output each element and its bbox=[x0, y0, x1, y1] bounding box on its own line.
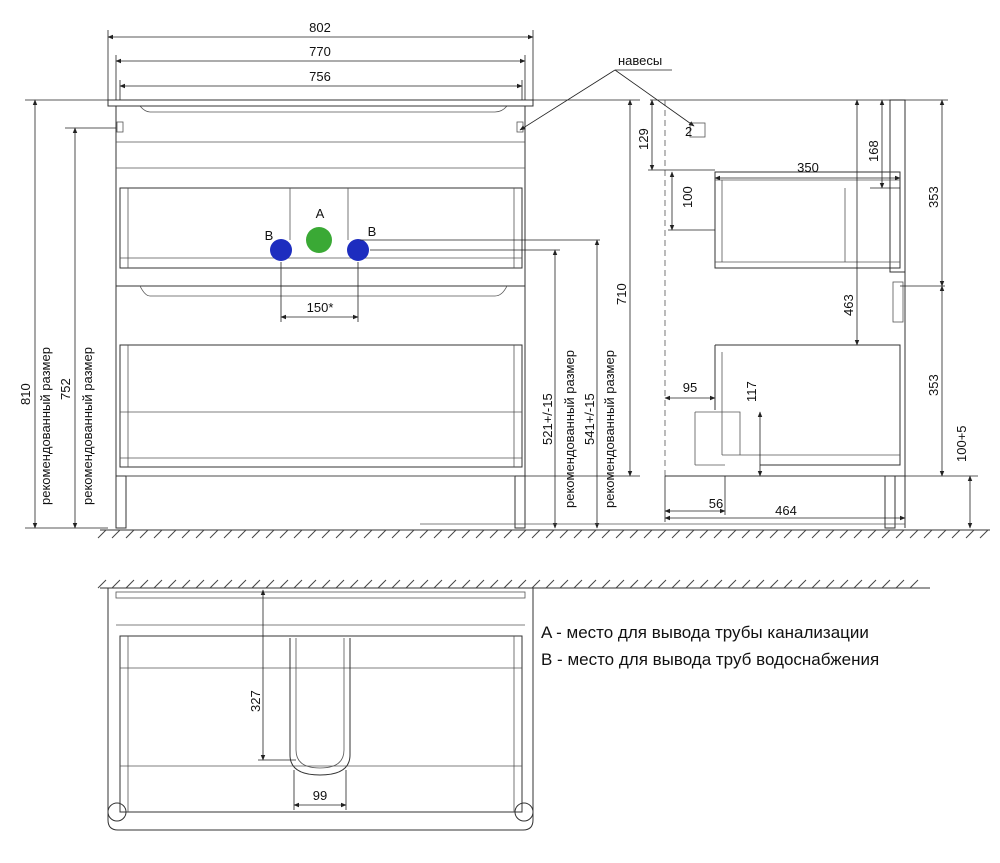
dim-top-gap: 129 bbox=[636, 128, 651, 150]
dim-height-recommended-note: рекомендованный размер bbox=[80, 347, 95, 505]
dim-drawer-depth: 350 bbox=[797, 160, 819, 175]
dim-height-total-note: рекомендованный размер bbox=[38, 347, 53, 505]
water-marker-b-right bbox=[347, 239, 369, 261]
svg-text:2: 2 bbox=[685, 124, 692, 139]
dim-lower-h: 353 bbox=[926, 374, 941, 396]
dim-b-height-rec-note: рекомендованный размер bbox=[602, 350, 617, 508]
dim-body-height: 710 bbox=[614, 283, 629, 305]
marker-label-b-left: B bbox=[265, 228, 274, 243]
dim-leg: 100+5 bbox=[954, 425, 969, 462]
dim-top-offset: 168 bbox=[866, 140, 881, 162]
marker-label-b-right: B bbox=[368, 224, 377, 239]
dim-depth: 464 bbox=[775, 503, 797, 518]
top-view: 327 99 bbox=[107, 588, 534, 831]
dim-height-recommended: 752 bbox=[58, 378, 73, 400]
legend: A - место для вывода трубы канализации B… bbox=[541, 623, 879, 669]
dim-cutout-depth: 327 bbox=[248, 690, 263, 712]
side-view: 2 навесы 129 100 350 bbox=[420, 53, 978, 529]
dim-foot: 56 bbox=[709, 496, 723, 511]
dim-pipe-spacing: 150* bbox=[307, 300, 334, 315]
drain-marker-a bbox=[306, 227, 332, 253]
floor-hatching-bottom bbox=[97, 579, 930, 589]
water-marker-b-left bbox=[270, 239, 292, 261]
dim-height-total: 810 bbox=[18, 383, 33, 405]
hangers-label: навесы bbox=[618, 53, 662, 68]
dim-toe-depth: 95 bbox=[683, 380, 697, 395]
dim-width-body: 770 bbox=[309, 44, 331, 59]
dim-b-height: 521+/-15 bbox=[540, 393, 555, 445]
dim-rail-height: 100 bbox=[680, 186, 695, 208]
dim-b-height-rec: 541+/-15 bbox=[582, 393, 597, 445]
dim-toe: 117 bbox=[744, 381, 759, 402]
dim-b-height-note: рекомендованный размер bbox=[562, 350, 577, 508]
front-view: 802 770 756 810 рекомендованный размер 7… bbox=[18, 20, 640, 529]
legend-b: B - место для вывода труб водоснабжения bbox=[541, 650, 879, 669]
dim-width-total: 802 bbox=[309, 20, 331, 35]
dim-cutout-width: 99 bbox=[313, 788, 327, 803]
floor-hatching-top bbox=[97, 529, 990, 539]
marker-label-a: A bbox=[316, 206, 325, 221]
dim-width-inner: 756 bbox=[309, 69, 331, 84]
dim-upper-h: 353 bbox=[926, 186, 941, 208]
dim-mid: 463 bbox=[841, 294, 856, 316]
legend-a: A - место для вывода трубы канализации bbox=[541, 623, 869, 642]
